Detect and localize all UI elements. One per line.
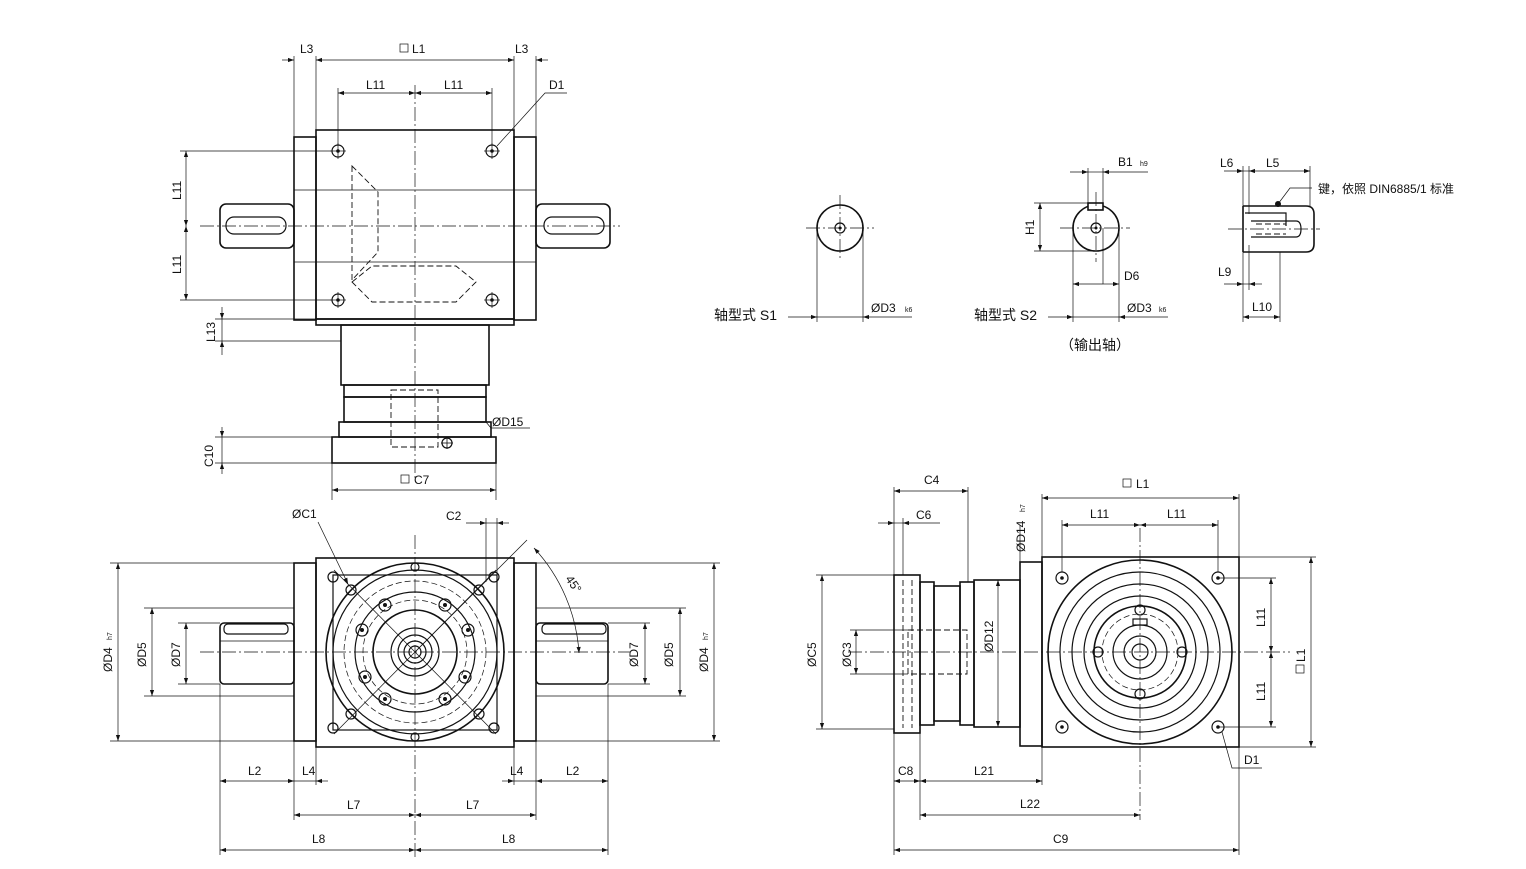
front-d5-right: ØD5 — [662, 642, 676, 667]
shaft-s1-name: 轴型式 S1 — [714, 307, 777, 323]
side-l11-h1: L11 — [1090, 507, 1109, 521]
top-d15: ØD15 — [492, 415, 524, 429]
front-l4-left: L4 — [302, 764, 316, 778]
side-c8: C8 — [898, 764, 914, 778]
side-l21: L21 — [974, 764, 994, 778]
front-l7-right: L7 — [466, 798, 480, 812]
front-d5-left: ØD5 — [135, 642, 149, 667]
shaft-s1-d3-tol: k6 — [905, 307, 913, 314]
front-c1: ØC1 — [292, 507, 317, 521]
front-d7-left: ØD7 — [169, 642, 183, 667]
top-l13: L13 — [204, 322, 218, 342]
shaft-s2-d6: D6 — [1124, 269, 1140, 283]
shaft-s2-caption: （输出轴） — [1060, 337, 1130, 353]
key-note: 键，依照 DIN6885/1 标准 — [1318, 181, 1454, 196]
side-l11-v1: L11 — [1254, 608, 1268, 627]
shaft-s2-d3-tol: k6 — [1159, 307, 1167, 314]
side-l11-v2: L11 — [1254, 682, 1268, 701]
front-l8-right: L8 — [502, 832, 516, 846]
side-c6: C6 — [916, 508, 932, 522]
side-c3: ØC3 — [840, 642, 854, 667]
front-angle: 45° — [563, 573, 585, 596]
top-l11-v2: L11 — [170, 255, 184, 274]
shaft-s2-name: 轴型式 S2 — [974, 307, 1037, 323]
top-l3-right: L3 — [515, 42, 529, 56]
key-l10: L10 — [1252, 300, 1272, 314]
shaft-s1: 轴型式 S1 ØD3 k6 — [714, 195, 913, 323]
side-d14: ØD14 — [1014, 520, 1028, 552]
top-l1: L1 — [412, 42, 426, 56]
side-d1: D1 — [1244, 753, 1260, 767]
shaft-s1-d3: ØD3 — [871, 301, 896, 315]
side-d12: ØD12 — [982, 620, 996, 652]
key-detail: L6 L5 键，依照 DIN6885/1 标准 L9 L10 — [1218, 156, 1454, 322]
side-view: C4 C6 ØD14 h7 L1 L11 L11 ØC5 ØC3 ØD12 — [805, 473, 1316, 855]
top-l11-h1: L11 — [366, 78, 385, 92]
side-c5: ØC5 — [805, 642, 819, 667]
front-d4-right: ØD4 — [697, 647, 711, 672]
side-l22: L22 — [1020, 797, 1040, 811]
shaft-s2-h1: H1 — [1023, 219, 1037, 235]
side-d14-tol: h7 — [1020, 504, 1027, 512]
side-l1-v: L1 — [1294, 648, 1308, 662]
front-l8-left: L8 — [312, 832, 326, 846]
top-c7: C7 — [414, 473, 430, 487]
front-c2: C2 — [446, 509, 462, 523]
top-l11-v1: L11 — [170, 181, 184, 200]
front-d4-right-tol: h7 — [703, 632, 710, 640]
top-c10: C10 — [202, 445, 216, 467]
side-l1: L1 — [1136, 477, 1150, 491]
top-l11-h2: L11 — [444, 78, 463, 92]
front-d4-left: ØD4 — [101, 647, 115, 672]
front-d4-left-tol: h7 — [107, 632, 114, 640]
front-l7-left: L7 — [347, 798, 361, 812]
front-l4-right: L4 — [510, 764, 524, 778]
side-l11-h2: L11 — [1167, 507, 1186, 521]
side-c4: C4 — [924, 473, 940, 487]
key-l9: L9 — [1218, 265, 1232, 279]
top-d1: D1 — [549, 78, 565, 92]
front-view: ØC1 C2 45° ØD4 h7 ØD5 ØD7 — [101, 507, 720, 860]
shaft-s2-d3: ØD3 — [1127, 301, 1152, 315]
front-d7-right: ØD7 — [627, 642, 641, 667]
shaft-s2: B1 h9 H1 D6 轴型式 S2 ØD3 k6 （输出轴） — [974, 155, 1168, 353]
top-view: L3 L1 L3 L11 L11 D1 L11 L11 L13 ØD15 — [170, 42, 620, 500]
shaft-s2-b1-tol: h9 — [1140, 161, 1148, 168]
top-l3-left: L3 — [300, 42, 314, 56]
front-l2-left: L2 — [248, 764, 262, 778]
side-c9: C9 — [1053, 832, 1069, 846]
shaft-s2-b1: B1 — [1118, 155, 1133, 169]
key-l6: L6 — [1220, 156, 1234, 170]
front-l2-right: L2 — [566, 764, 580, 778]
key-l5: L5 — [1266, 156, 1280, 170]
